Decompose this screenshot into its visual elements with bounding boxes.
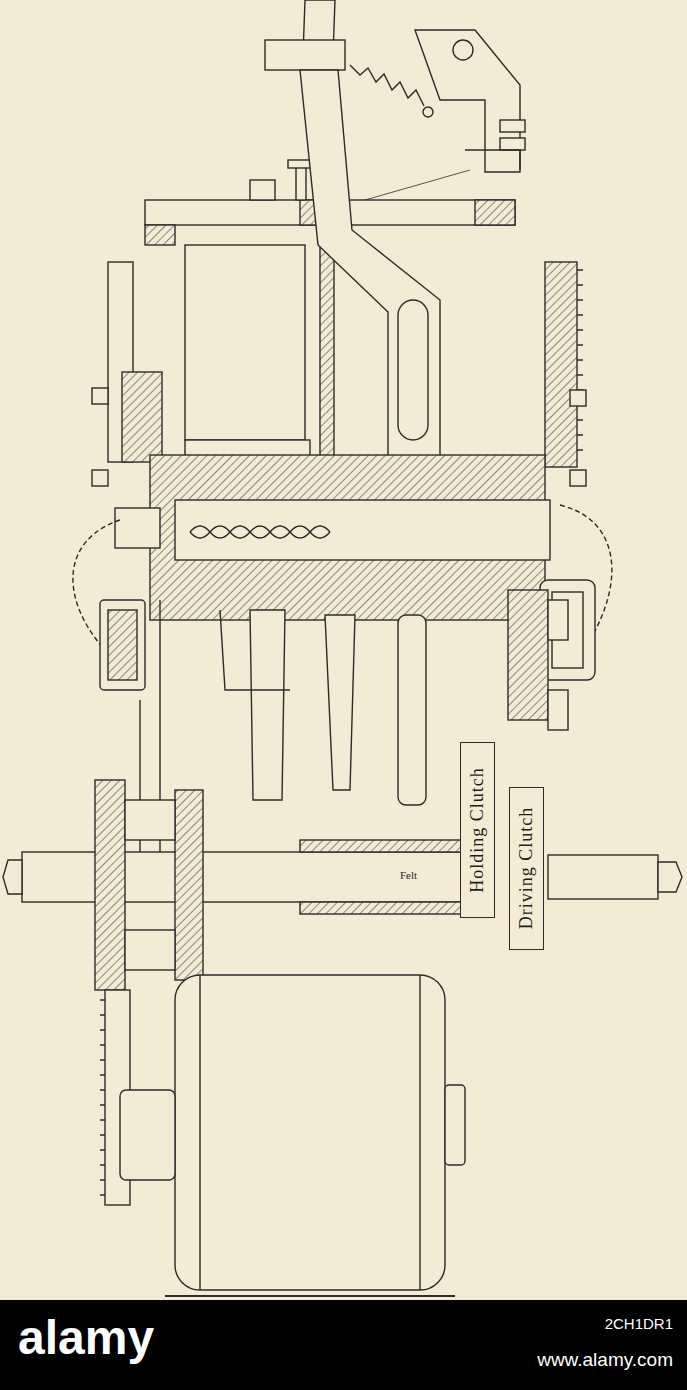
armature-hub — [115, 455, 550, 620]
left-pulley — [92, 388, 108, 404]
right-gear — [570, 470, 586, 486]
lower-shaft — [22, 852, 482, 902]
right-gear — [545, 262, 586, 486]
armature-hub — [175, 500, 550, 560]
left-pulley — [92, 262, 162, 486]
switch-bracket — [330, 30, 525, 210]
lever-arm — [398, 300, 428, 440]
left-pulleys — [125, 800, 175, 840]
watermark-bar — [0, 1300, 687, 1390]
top-plate — [475, 200, 515, 225]
watermark: alamy — [18, 1312, 154, 1365]
drive-motor — [120, 975, 465, 1296]
drive-motor — [445, 1085, 465, 1165]
switch-bracket — [500, 120, 525, 132]
clutch-label: Driving Clutch — [516, 807, 537, 930]
lower-shaft — [548, 855, 658, 899]
clutch-label-box: Holding Clutch — [460, 742, 495, 918]
right-gear — [545, 262, 577, 467]
switch-bracket — [465, 150, 520, 170]
left-gear — [100, 1000, 105, 1195]
watermark-url: www.alamy.com — [537, 1350, 673, 1371]
armature-hub — [190, 526, 330, 538]
drive-gear — [548, 600, 568, 640]
operating-rod — [265, 40, 345, 70]
brush-holders — [108, 610, 137, 680]
top-plate — [250, 180, 275, 200]
return-spring — [423, 107, 433, 117]
pole-fingers — [325, 615, 355, 790]
lower-shaft — [300, 840, 482, 852]
drive-gear — [508, 590, 568, 730]
magnet-coil — [185, 245, 305, 440]
drive-motor — [175, 975, 445, 1290]
left-pulleys — [125, 930, 175, 970]
lever-arm — [300, 70, 440, 490]
left-pulley — [122, 372, 162, 462]
top-plate — [145, 225, 175, 245]
clutch-label: Holding Clutch — [467, 767, 488, 893]
return-spring — [350, 65, 433, 117]
pole-fingers — [398, 615, 426, 805]
paper-ground — [0, 0, 687, 1300]
clutch-label-box: Driving Clutch — [509, 787, 544, 950]
left-pulley — [92, 470, 108, 486]
operating-rod — [265, 0, 345, 70]
watermark-id: 2CH1DR1 — [605, 1316, 673, 1333]
return-spring — [350, 65, 424, 106]
left-pulleys — [95, 780, 203, 990]
drive-motor — [120, 1090, 175, 1180]
lower-shaft — [300, 902, 482, 914]
pole-fingers — [220, 610, 426, 805]
left-pulleys — [175, 790, 203, 980]
drive-motor — [165, 1295, 455, 1297]
armature-hub — [115, 508, 160, 548]
lever-arm — [300, 70, 440, 470]
pole-fingers — [220, 610, 290, 690]
left-pulleys — [95, 780, 125, 990]
lower-shaft — [3, 860, 22, 894]
switch-bracket — [453, 40, 473, 60]
part-label: Felt — [398, 869, 419, 881]
right-gear — [577, 270, 583, 450]
switch-bracket — [415, 30, 520, 172]
drive-motor — [200, 975, 420, 1290]
armature-hub — [190, 526, 330, 538]
lower-shaft — [658, 862, 682, 892]
pole-fingers — [250, 610, 285, 800]
switch-bracket — [500, 138, 525, 150]
drive-gear — [508, 590, 548, 720]
drive-gear — [548, 690, 568, 730]
right-gear — [570, 390, 586, 406]
brush-holders — [100, 600, 145, 690]
